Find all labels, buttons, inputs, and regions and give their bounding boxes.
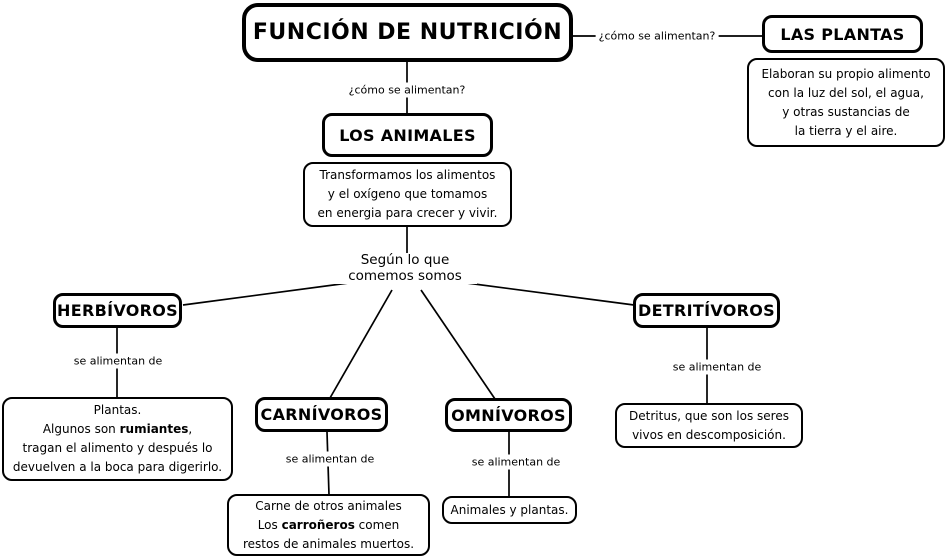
segun-line: comemos somos <box>348 267 462 284</box>
desc-animales-line: y el oxígeno que tomamos <box>327 187 488 201</box>
edge-label-se-alimentan-detritivoros: se alimentan de <box>669 359 765 375</box>
edge-segun-herbivoros <box>182 281 357 306</box>
desc-carnivoros: Carne de otros animales Los carroñeros c… <box>227 494 430 556</box>
desc-plantas-line: la tierra y el aire. <box>794 123 898 138</box>
desc-herbivoros-line: Plantas. <box>93 403 142 417</box>
desc-herbivoros-line: devuelven a la boca para digerirlo. <box>12 460 223 474</box>
node-detritivoros: DETRITÍVOROS <box>633 293 780 328</box>
desc-plantas-line: y otras sustancias de <box>782 104 910 119</box>
edge-segun-detritivoros <box>458 281 635 306</box>
desc-plantas-line: con la luz del sol, el agua, <box>768 85 924 100</box>
desc-plantas-line: Elaboran su propio alimento <box>761 66 931 81</box>
desc-los-animales: Transformamos los alimentos y el oxígeno… <box>303 162 512 227</box>
desc-carnivoros-line: restos de animales muertos. <box>242 536 415 551</box>
edge-label-como-se-alimentan-plantas: ¿cómo se alimentan? <box>595 28 719 44</box>
edge-segun-omnivoros <box>420 289 496 400</box>
desc-herbivoros-line: tragan el alimento y después lo <box>22 441 213 455</box>
desc-carnivoros-line: Carne de otros animales <box>255 498 402 513</box>
desc-omnivoros: Animales y plantas. <box>442 496 577 524</box>
segun-lo-que-comemos-text: Según lo que comemos somos <box>333 252 477 284</box>
node-funcion-label: FUNCIÓN DE NUTRICIÓN <box>252 20 563 45</box>
desc-animales-line: Transformamos los alimentos <box>319 168 496 182</box>
node-omnivoros-label: OMNÍVOROS <box>451 405 566 425</box>
edge-label-como-se-alimentan-animales: ¿cómo se alimentan? <box>345 82 469 98</box>
node-carnivoros-label: CARNÍVOROS <box>260 405 383 424</box>
desc-herbivoros-line: Algunos son rumiantes, <box>42 422 193 436</box>
desc-herbivoros: Plantas. Algunos son rumiantes, tragan e… <box>2 397 233 481</box>
desc-detritivoros-line: Detritus, que son los seres <box>629 408 789 423</box>
desc-las-plantas: Elaboran su propio alimento con la luz d… <box>747 58 945 147</box>
node-herbivoros-label: HERBÍVOROS <box>57 301 178 320</box>
edge-label-se-alimentan-carnivoros: se alimentan de <box>282 451 378 467</box>
edge-label-se-alimentan-herbivoros: se alimentan de <box>70 353 166 369</box>
node-carnivoros: CARNÍVOROS <box>255 397 388 432</box>
desc-omnivoros-line: Animales y plantas. <box>450 502 569 517</box>
edge-label-se-alimentan-omnivoros: se alimentan de <box>468 454 564 470</box>
node-los-animales: LOS ANIMALES <box>322 113 493 157</box>
node-omnivoros: OMNÍVOROS <box>445 398 572 432</box>
node-herbivoros: HERBÍVOROS <box>53 293 182 328</box>
desc-detritivoros: Detritus, que son los seres vivos en des… <box>615 403 803 448</box>
edge-segun-carnivoros <box>329 289 393 399</box>
node-detritivoros-label: DETRITÍVOROS <box>637 301 775 320</box>
segun-line: Según lo que <box>360 252 450 268</box>
desc-detritivoros-line: vivos en descomposición. <box>632 427 786 442</box>
desc-carnivoros-line: Los carroñeros comen <box>257 517 400 532</box>
node-plantas-label: LAS PLANTAS <box>780 24 905 44</box>
node-funcion-de-nutricion: FUNCIÓN DE NUTRICIÓN <box>242 3 573 62</box>
node-las-plantas: LAS PLANTAS <box>762 15 923 53</box>
desc-animales-line: en energia para crecer y vivir. <box>317 206 498 220</box>
node-animales-label: LOS ANIMALES <box>339 125 476 145</box>
